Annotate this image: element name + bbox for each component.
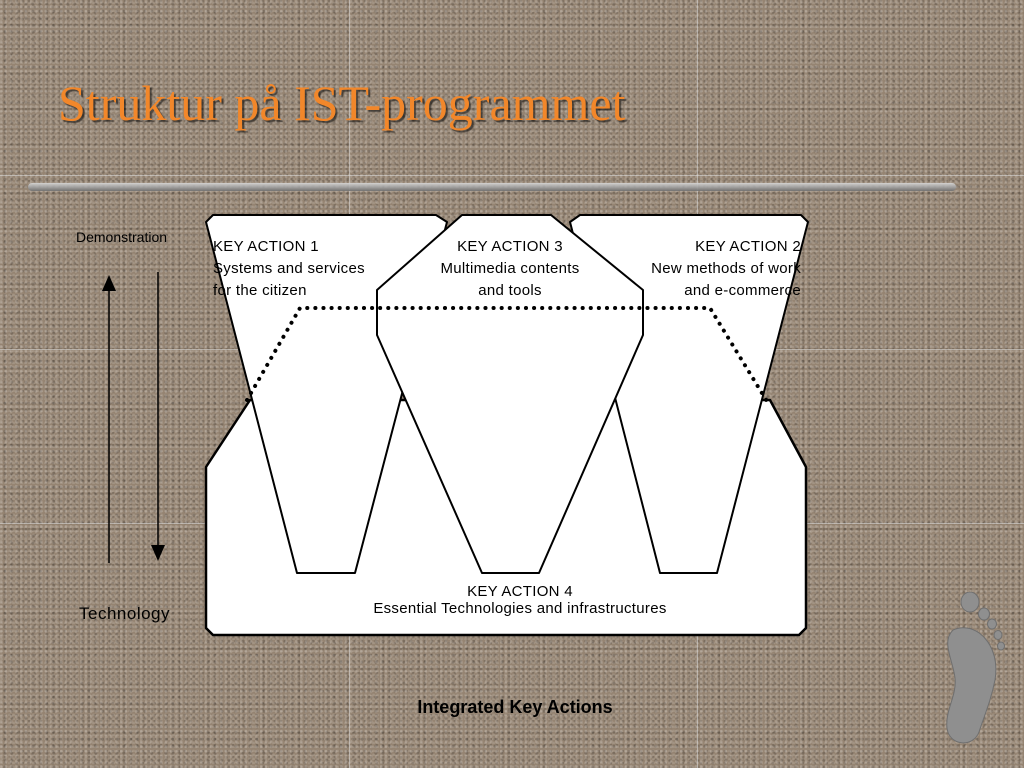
- key-action-3-heading: KEY ACTION 3: [457, 238, 563, 255]
- key-action-2-line2: and e-commerce: [684, 282, 801, 299]
- key-action-3-label: KEY ACTION 3 Multimedia contents and too…: [410, 236, 610, 302]
- title-divider: [28, 183, 956, 191]
- key-action-3-line2: and tools: [478, 282, 542, 299]
- grid-line: [0, 175, 1024, 176]
- technology-down-arrow: [151, 272, 165, 561]
- key-action-3-line1: Multimedia contents: [440, 260, 580, 277]
- key-action-1-line2: for the citizen: [213, 282, 307, 299]
- demonstration-up-arrow: [102, 275, 116, 563]
- slide-title: Struktur på IST-programmet: [58, 75, 626, 131]
- key-action-2-heading: KEY ACTION 2: [695, 238, 801, 255]
- key-action-4-heading: KEY ACTION 4: [467, 583, 573, 600]
- footprint-icon: [946, 592, 1005, 744]
- key-action-1-line1: Systems and services: [213, 260, 365, 277]
- key-action-2-line1: New methods of work: [651, 260, 801, 277]
- key-action-3-shape: [376, 214, 644, 574]
- key-action-4-line1: Essential Technologies and infrastructur…: [373, 600, 667, 617]
- axis-label-demonstration: Demonstration: [76, 229, 168, 245]
- key-action-1-label: KEY ACTION 1 Systems and services for th…: [213, 236, 365, 302]
- diagram-caption: Integrated Key Actions: [417, 697, 613, 717]
- axis-label-technology: Technology: [79, 604, 171, 623]
- key-action-4-label: KEY ACTION 4 Essential Technologies and …: [320, 583, 720, 617]
- key-action-1-heading: KEY ACTION 1: [213, 238, 319, 255]
- key-action-2-label: KEY ACTION 2 New methods of work and e-c…: [651, 236, 801, 302]
